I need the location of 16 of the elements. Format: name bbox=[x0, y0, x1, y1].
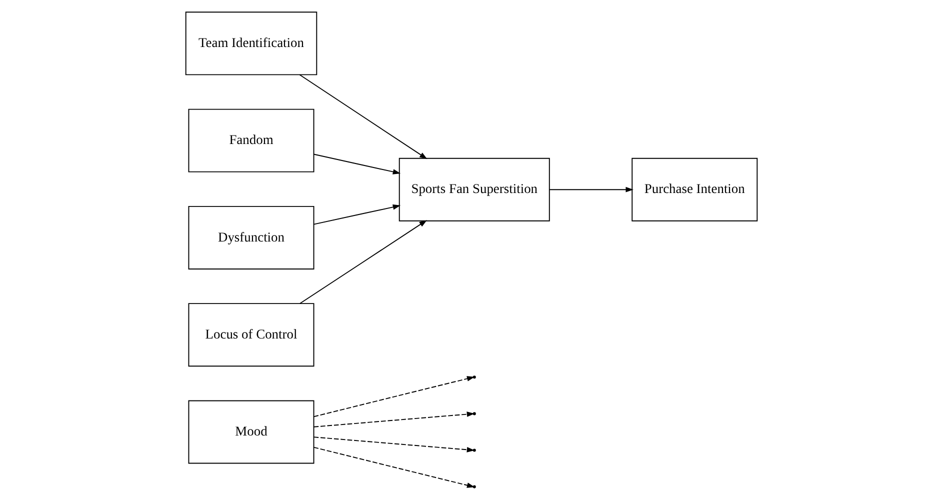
arrow bbox=[312, 154, 400, 174]
node-box: Sports Fan Superstition bbox=[398, 158, 550, 222]
arrow bbox=[312, 436, 474, 452]
arrow bbox=[548, 186, 633, 192]
arrow bbox=[312, 376, 474, 418]
arrow bbox=[298, 74, 427, 160]
arrow bbox=[312, 412, 474, 428]
node-box: Mood bbox=[188, 400, 314, 464]
node-box: Team Identification bbox=[184, 12, 317, 76]
node-box: Locus of Control bbox=[188, 303, 314, 367]
arrow bbox=[312, 446, 474, 488]
node-box: Purchase Intention bbox=[631, 158, 758, 222]
arrow bbox=[298, 220, 426, 304]
node-box: Dysfunction bbox=[188, 206, 314, 270]
node-box: Fandom bbox=[188, 108, 314, 172]
arrow bbox=[312, 204, 400, 225]
